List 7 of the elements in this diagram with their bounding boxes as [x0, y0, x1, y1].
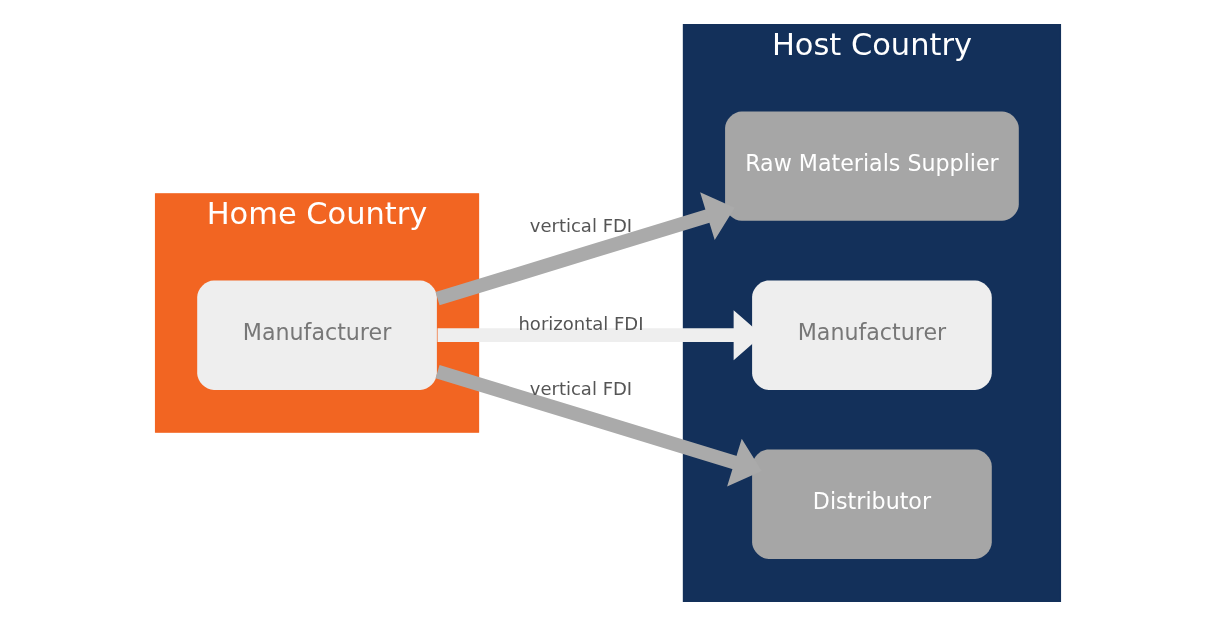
edge-label: vertical FDI [529, 214, 633, 236]
node-box: Distributor [752, 449, 992, 559]
node-box: Manufacturer [752, 280, 992, 390]
node-box: Raw Materials Supplier [725, 111, 1019, 221]
node-box: Manufacturer [197, 280, 437, 390]
edge-label: horizontal FDI [518, 313, 644, 335]
edge-label: vertical FDI [529, 378, 633, 400]
